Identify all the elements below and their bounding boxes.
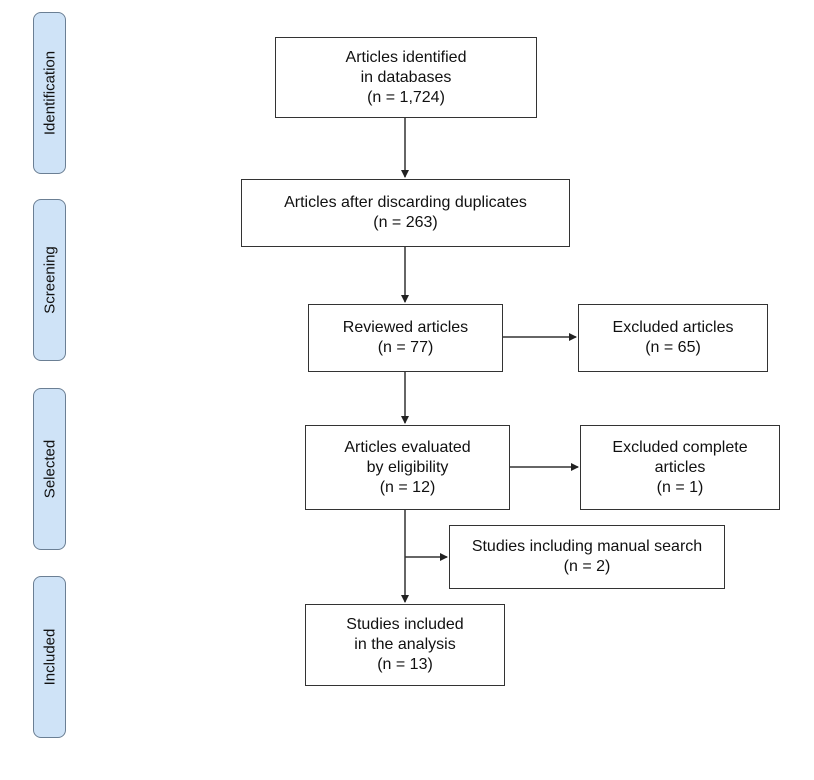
phase-selected: Selected (33, 388, 66, 550)
box-identified: Articles identified in databases (n = 1,… (275, 37, 537, 118)
box-excluded-complete: Excluded complete articles (n = 1) (580, 425, 780, 510)
phase-identification: Identification (33, 12, 66, 174)
phase-included: Included (33, 576, 66, 738)
box-reviewed: Reviewed articles (n = 77) (308, 304, 503, 372)
box-excluded-articles: Excluded articles (n = 65) (578, 304, 768, 372)
box-eligibility: Articles evaluated by eligibility (n = 1… (305, 425, 510, 510)
box-included: Studies included in the analysis (n = 13… (305, 604, 505, 686)
phase-screening: Screening (33, 199, 66, 361)
box-manual-search: Studies including manual search (n = 2) (449, 525, 725, 589)
box-deduplicated: Articles after discarding duplicates (n … (241, 179, 570, 247)
